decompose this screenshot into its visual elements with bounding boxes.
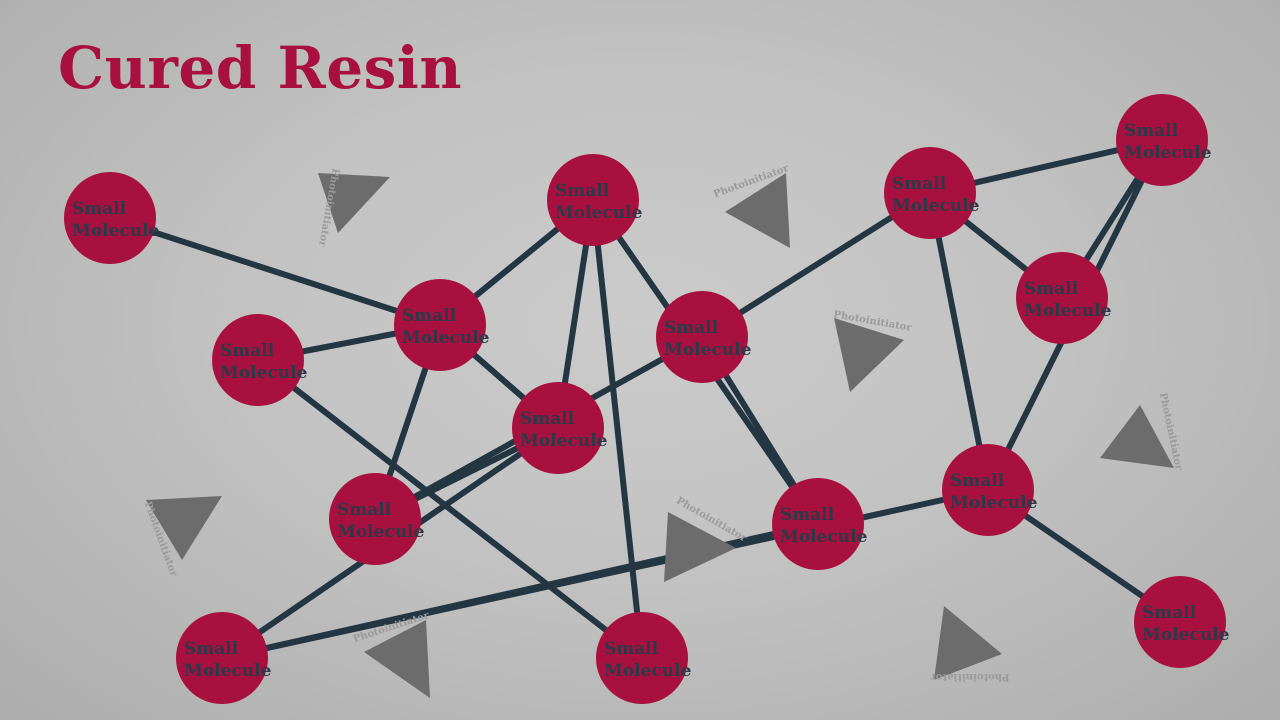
molecule-label-line2: Molecule [337,522,425,542]
triangle-icon [146,496,222,560]
molecule-label-line2: Molecule [520,431,608,451]
molecule-label-line1: Small [220,341,275,361]
molecule-label-line2: Molecule [604,661,692,681]
molecule-label-line2: Molecule [402,328,490,348]
molecule-label-line1: Small [604,639,659,659]
molecule-label-line1: Small [184,639,239,659]
molecule-circle [212,314,304,406]
triangle-icon [1100,405,1174,468]
bond-line-n6-n9 [590,197,645,661]
molecule-label-line2: Molecule [72,221,160,241]
molecule-label-line2: Molecule [892,196,980,216]
triangle-icon [318,173,390,233]
photoinitiator-2: Photoinitiator [712,163,791,248]
molecule-label-line1: Small [780,505,835,525]
molecule-circle [1116,94,1208,186]
molecule-label-line2: Molecule [1024,301,1112,321]
molecule-circle [884,147,976,239]
molecule-circle [547,154,639,246]
molecule-label-line1: Small [402,306,457,326]
molecule-label-line2: Molecule [1142,625,1230,645]
molecules-layer: SmallMoleculeSmallMoleculeSmallMoleculeS… [64,94,1230,704]
molecule-label-line1: Small [664,318,719,338]
photoinitiator-label: Photoinitiator [930,671,1010,682]
molecule-label-line2: Molecule [184,661,272,681]
molecule-label-line2: Molecule [950,493,1038,513]
triangle-icon [664,512,736,582]
molecule-circle [596,612,688,704]
molecule-label-line1: Small [892,174,947,194]
molecule-label-line1: Small [520,409,575,429]
photoinitiator-6: Photoinitiator [664,495,749,582]
bond-line-n11-n14 [927,190,991,493]
triangle-icon [364,620,430,698]
molecule-label-line2: Molecule [664,340,752,360]
molecule-circle [64,172,156,264]
photoinitiator-4: Photoinitiator [1100,392,1184,472]
photoinitiator-5: Photoinitiator [142,496,222,579]
molecule-circle [329,473,421,565]
molecule-label-line1: Small [950,471,1005,491]
molecule-circle [394,279,486,371]
molecule-label-line1: Small [1024,279,1079,299]
photoinitiator-1: Photoinitiator [316,168,390,248]
molecule-label-line1: Small [72,199,127,219]
molecule-label-line1: Small [1124,121,1179,141]
molecule-label-line1: Small [337,500,392,520]
molecule-label-line1: Small [555,181,610,201]
molecule-circle [512,382,604,474]
molecule-circle [176,612,268,704]
molecule-circle [942,444,1034,536]
triangle-icon [834,318,904,392]
triangle-icon [934,606,1002,680]
molecule-label-line2: Molecule [1124,143,1212,163]
bond-line-n2-n9 [255,357,645,661]
bond-line-n1-n3 [107,215,443,328]
molecule-circle [1134,576,1226,668]
photoinitiator-3: Photoinitiator [833,309,913,392]
molecule-label-line2: Molecule [555,203,643,223]
molecule-label-line2: Molecule [780,527,868,547]
photoinitiator-8: Photoinitiator [930,606,1010,682]
molecule-circle [656,291,748,383]
molecule-circle [1016,252,1108,344]
molecule-label-line2: Molecule [220,363,308,383]
molecule-label-line1: Small [1142,603,1197,623]
triangle-icon [725,173,790,248]
page-title: Cured Resin [58,34,462,102]
molecule-circle [772,478,864,570]
